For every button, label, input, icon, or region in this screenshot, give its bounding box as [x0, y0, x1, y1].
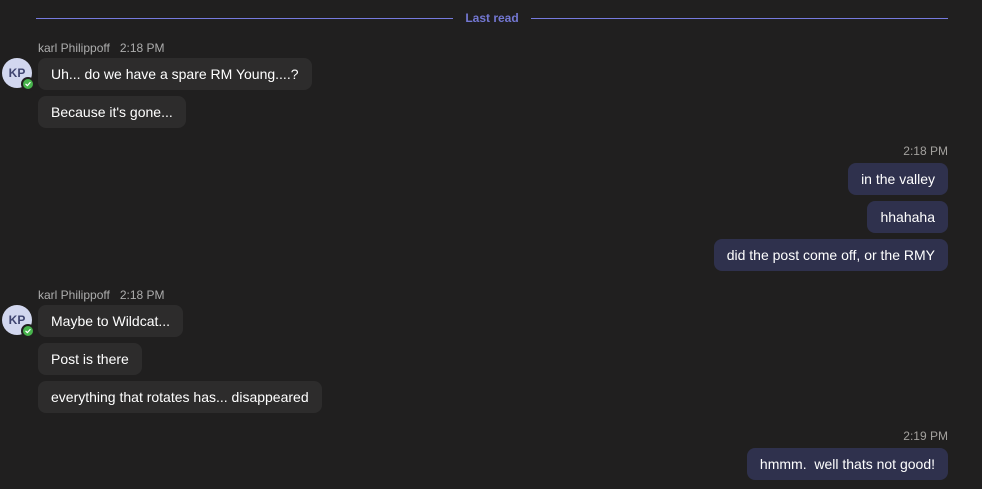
message-meta: karl Philippoff 2:18 PM	[38, 40, 982, 56]
avatar[interactable]: KP	[2, 58, 35, 91]
last-read-label: Last read	[465, 11, 519, 25]
message-bubble[interactable]: did the post come off, or the RMY	[713, 239, 948, 271]
avatar-initials: KP	[8, 66, 26, 80]
bubble-column: hmmm. well thats not good!	[746, 448, 948, 480]
message-group-sent: 2:19 PM hmmm. well thats not good!	[0, 429, 982, 480]
message-group-received: karl Philippoff 2:18 PM KP Uh... do we h…	[0, 40, 982, 128]
message-bubble[interactable]: Because it's gone...	[38, 96, 186, 128]
message-meta: karl Philippoff 2:18 PM	[38, 287, 982, 303]
message-group-received: karl Philippoff 2:18 PM KP Maybe to Wild…	[0, 287, 982, 413]
timestamp: 2:19 PM	[903, 429, 948, 443]
message-bubble[interactable]: Uh... do we have a spare RM Young....?	[38, 58, 312, 90]
message-bubble[interactable]: hmmm. well thats not good!	[746, 448, 948, 480]
divider-line-left	[36, 17, 454, 19]
timestamp: 2:18 PM	[903, 144, 948, 158]
message-bubble[interactable]: Maybe to Wildcat...	[38, 305, 184, 337]
avatar[interactable]: KP	[2, 305, 35, 338]
message-bubble[interactable]: in the valley	[848, 163, 948, 195]
message-list: karl Philippoff 2:18 PM KP Uh... do we h…	[0, 40, 982, 480]
message-bubble[interactable]: hhahaha	[867, 201, 948, 233]
bubble-column: Uh... do we have a spare RM Young....? Be…	[38, 58, 312, 128]
timestamp: 2:18 PM	[119, 288, 165, 302]
avatar-initials: KP	[8, 313, 26, 327]
message-row: KP Uh... do we have a spare RM Young....…	[0, 58, 982, 128]
divider-line-right	[530, 17, 949, 19]
last-read-divider: Last read	[0, 0, 982, 34]
message-bubble[interactable]: everything that rotates has... disappear…	[38, 381, 322, 413]
author-name[interactable]: karl Philippoff	[38, 288, 110, 302]
message-group-sent: 2:18 PM in the valley hhahaha did the post…	[0, 144, 982, 271]
message-bubble[interactable]: Post is there	[38, 343, 142, 375]
author-name[interactable]: karl Philippoff	[38, 41, 110, 55]
presence-available-icon	[21, 324, 35, 338]
presence-available-icon	[21, 77, 35, 91]
timestamp: 2:18 PM	[119, 41, 165, 55]
message-row: KP Maybe to Wildcat... Post is there every…	[0, 305, 982, 413]
bubble-column: in the valley hhahaha did the post come of…	[713, 163, 948, 271]
bubble-column: Maybe to Wildcat... Post is there everythi…	[38, 305, 322, 413]
